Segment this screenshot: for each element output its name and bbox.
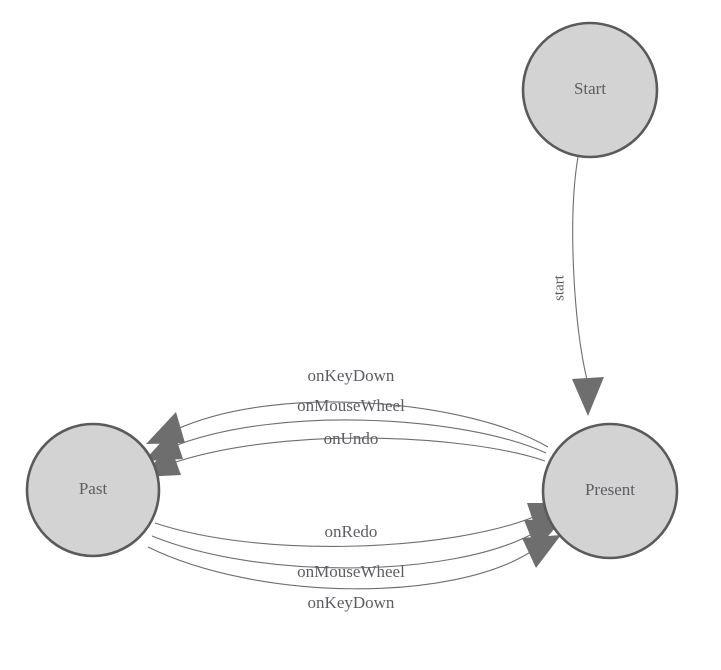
edge-onkeydown-past-to-present[interactable] bbox=[147, 535, 561, 590]
edge-onmousewheel-present-to-past[interactable] bbox=[144, 419, 547, 461]
edge-label-onredo: onRedo bbox=[325, 522, 378, 541]
edge-onkeydown-2-path bbox=[147, 546, 533, 590]
edge-onmousewheel-1-arrowhead bbox=[144, 429, 183, 461]
edge-onredo-path bbox=[154, 515, 537, 547]
edge-start-path bbox=[572, 156, 588, 381]
edge-onkeydown-2-arrowhead bbox=[522, 535, 561, 568]
node-present[interactable]: Present bbox=[541, 422, 679, 560]
node-past-circle bbox=[25, 422, 161, 558]
node-start[interactable]: Start bbox=[521, 21, 659, 159]
node-past[interactable]: Past bbox=[25, 422, 161, 558]
edge-label-onmousewheel-top: onMouseWheel bbox=[297, 396, 405, 415]
edge-label-onundo: onUndo bbox=[324, 429, 379, 448]
edge-label-onkeydown-top: onKeyDown bbox=[308, 366, 395, 385]
node-start-circle bbox=[521, 21, 659, 159]
edge-onmousewheel-2-path bbox=[151, 532, 535, 569]
edge-start[interactable]: start bbox=[551, 156, 604, 416]
node-present-circle bbox=[541, 422, 679, 560]
node-past-label: Past bbox=[79, 479, 108, 498]
edge-label-onkeydown-bottom: onKeyDown bbox=[308, 593, 395, 612]
node-present-label: Present bbox=[585, 480, 635, 499]
edge-onkeydown-1-path bbox=[174, 401, 549, 448]
edge-start-arrowhead bbox=[572, 377, 604, 416]
edge-onundo-path bbox=[169, 437, 546, 465]
edge-label-onmousewheel-bottom: onMouseWheel bbox=[297, 562, 405, 581]
edge-start-label: start bbox=[551, 274, 567, 301]
node-start-label: Start bbox=[574, 79, 606, 98]
edge-onmousewheel-1-path bbox=[171, 419, 547, 454]
